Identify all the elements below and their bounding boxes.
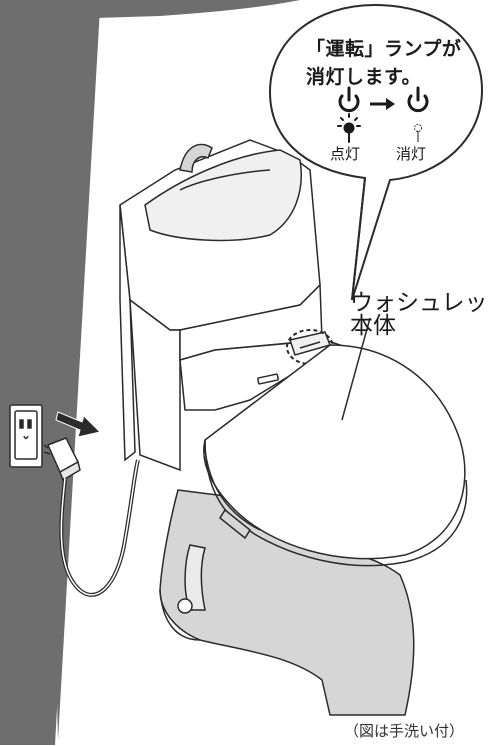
power-icon xyxy=(407,86,429,113)
arrow-right-icon xyxy=(370,98,395,110)
callout-line-1: 「運転」ランプが xyxy=(306,38,462,60)
callout-bubble xyxy=(268,3,484,301)
unplug-arrow-icon xyxy=(55,411,101,438)
label-pointer xyxy=(341,317,371,421)
toilet-seat xyxy=(203,344,468,567)
power-plug xyxy=(43,437,81,482)
lamp-off-icon xyxy=(414,124,422,142)
unit-label-line-2: 本体 xyxy=(350,313,396,339)
dark-banner-tail xyxy=(40,8,100,740)
lamp-lit-icon xyxy=(337,113,361,143)
wall-outlet xyxy=(9,404,43,468)
callout-line-2: 消灯します。 xyxy=(306,66,422,88)
figure-caption: （図は手洗い付） xyxy=(344,722,465,740)
unit-label-line-1: ウォシュレット xyxy=(350,290,493,316)
lamp-on-label: 点灯 xyxy=(330,145,361,163)
lamp-off-label: 消灯 xyxy=(396,145,427,163)
toilet-tank xyxy=(119,139,342,472)
power-icon xyxy=(338,86,360,113)
